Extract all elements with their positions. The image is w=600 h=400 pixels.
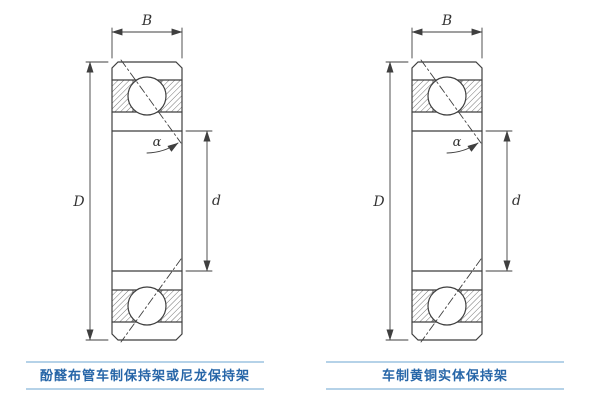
contact-angle-annotation: α [146,135,179,154]
dimension-B: B [111,13,183,59]
bearing-diagrams: B D d α [72,0,600,360]
bottom-ball [127,286,167,326]
bearing-diagram-left: B D d α [72,13,221,343]
contact-angle-line-bottom [120,258,182,343]
bearing-diagram-right [372,13,521,342]
caption-right: 车制黄铜实体保持架 [326,361,564,390]
caption-left: 酚醛布管车制保持架或尼龙保持架 [26,361,264,390]
dimension-D: D [72,61,109,341]
dim-label-D: D [72,194,84,210]
dim-label-d: d [212,193,221,209]
dim-label-alpha: α [153,135,162,150]
bearing-outline [111,61,183,341]
dimension-d: d [185,130,221,272]
contact-angle-line [120,59,182,144]
dim-label-B: B [141,13,152,29]
